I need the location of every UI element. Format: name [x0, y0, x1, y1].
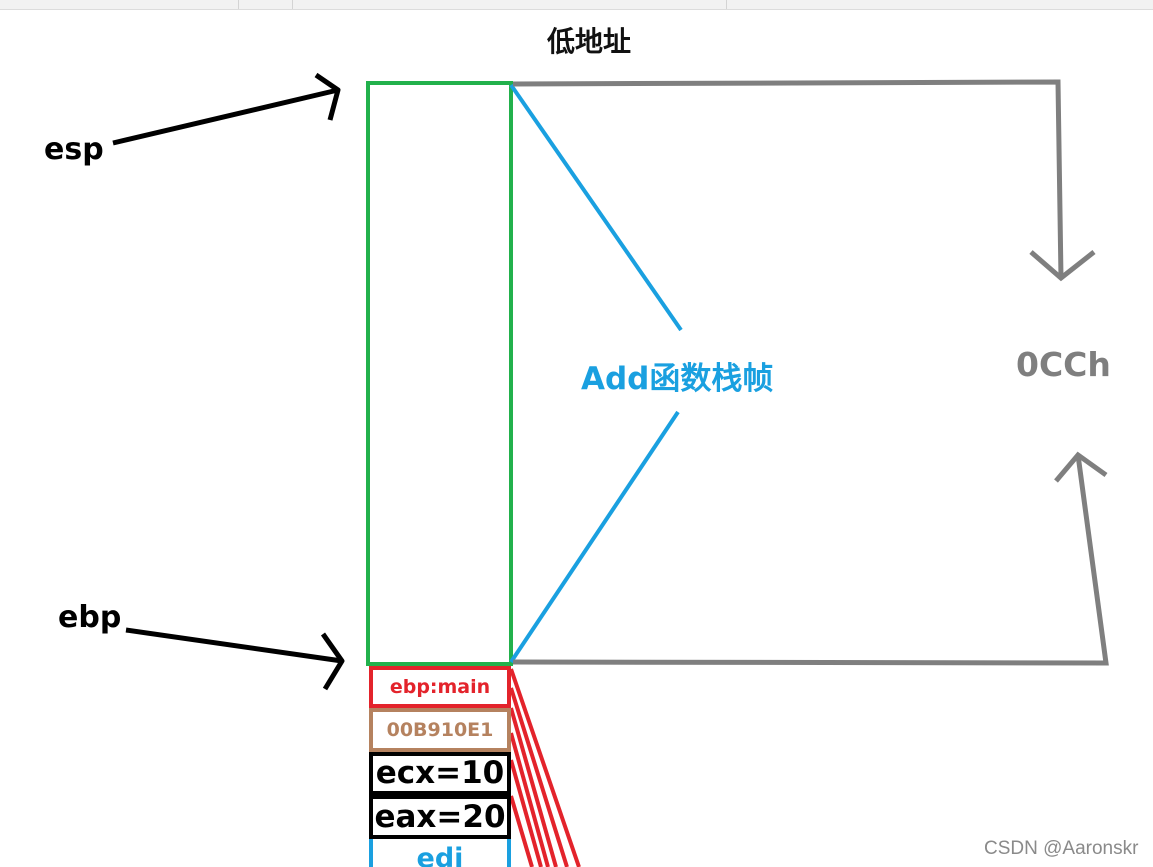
stack-cell-edi: edi	[369, 839, 511, 867]
top-toolbar-strip	[0, 0, 1153, 10]
stack-cell-return-address: 00B910E1	[369, 708, 511, 752]
csdn-watermark: CSDN @Aaronskr	[984, 838, 1139, 859]
red-line	[509, 732, 550, 867]
ebp-arrow-shaft	[125, 627, 343, 664]
esp-label: esp	[44, 132, 104, 167]
frame-size-label: 0CCh	[1016, 345, 1111, 384]
add-frame-label: Add函数栈帧	[581, 361, 774, 397]
add-stack-frame-box	[366, 81, 513, 666]
red-line	[509, 759, 543, 867]
frame-label-line-bottom	[509, 410, 680, 664]
ebp-arrowhead	[320, 632, 345, 691]
esp-arrowhead	[314, 72, 341, 121]
toolbar-separator	[726, 0, 727, 9]
red-line	[509, 668, 581, 867]
red-line	[509, 795, 534, 867]
ebp-label: ebp	[58, 600, 122, 635]
red-line	[509, 687, 569, 867]
low-address-title: 低地址	[547, 25, 632, 58]
stack-cell-eax: eax=20	[369, 795, 511, 839]
frame-label-line-top	[509, 83, 683, 332]
up-arrowhead	[1054, 451, 1108, 483]
down-arrowhead	[1029, 250, 1096, 282]
frame-size-bracket-bottom	[512, 454, 1109, 666]
stack-cell-ecx: ecx=10	[369, 752, 511, 795]
toolbar-separator	[238, 0, 239, 9]
red-line	[509, 707, 558, 867]
stack-cell-saved-ebp: ebp:main	[369, 666, 511, 708]
frame-size-bracket-top	[512, 79, 1064, 279]
toolbar-separator	[292, 0, 293, 9]
esp-arrow-shaft	[112, 87, 339, 146]
